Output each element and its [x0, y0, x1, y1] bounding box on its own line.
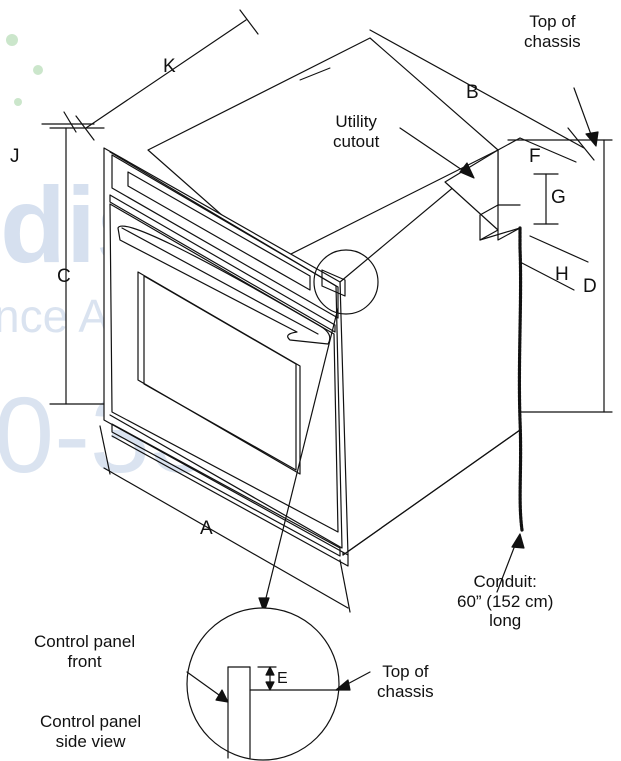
dimension-label-e: E [277, 670, 288, 687]
dimension-label-g: G [551, 187, 566, 208]
dimension-label-a: A [200, 518, 213, 539]
control-panel-side-view-line-2: side view [55, 731, 126, 751]
utility-cutout-label: Utility cutout [333, 112, 379, 151]
inset-top-of-chassis-line-1: Top of [382, 662, 429, 681]
control-panel-front-line-2: front [67, 651, 102, 671]
control-panel-front-label: Control panel front [34, 632, 135, 671]
conduit-line-3: long [489, 611, 522, 631]
control-panel-side-view-label: Control panel side view [40, 712, 141, 751]
dimension-label-c: C [57, 266, 71, 287]
dimension-label-k: K [163, 56, 176, 77]
dimension-label-b: B [466, 82, 479, 103]
dimension-label-h: H [555, 264, 569, 285]
control-panel-side-view-line-1: Control panel [40, 712, 142, 731]
dimension-label-j: J [10, 146, 20, 167]
inset-top-of-chassis-line-2: chassis [377, 681, 434, 701]
inset-circle [186, 607, 340, 761]
utility-cutout-line-1: Utility [335, 112, 377, 131]
control-panel-front-line-1: Control panel [34, 632, 136, 651]
conduit-line-2: 60” (152 cm) [457, 591, 554, 611]
dimension-label-f: F [529, 146, 541, 167]
conduit [517, 226, 524, 532]
top-of-chassis-line-2: chassis [524, 31, 581, 51]
conduit-line-1: Conduit: [473, 572, 537, 591]
top-of-chassis-line-1: Top of [529, 12, 576, 31]
dimension-label-d: D [583, 276, 597, 297]
oven-door [109, 203, 339, 533]
detail-callout-circle [313, 249, 379, 315]
top-of-chassis-label: Top of chassis [524, 12, 581, 51]
utility-cutout-line-2: cutout [333, 131, 380, 151]
conduit-label: Conduit: 60” (152 cm) long [457, 572, 553, 631]
control-panel [111, 154, 339, 319]
inset-top-of-chassis-label: Top of chassis [377, 662, 434, 701]
